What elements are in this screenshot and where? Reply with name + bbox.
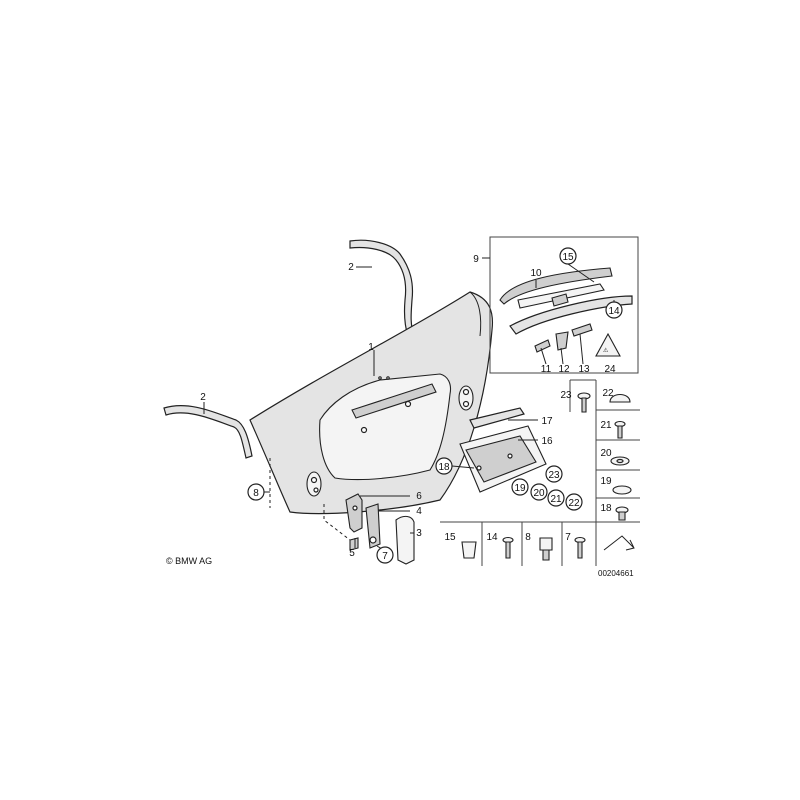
- svg-text:⚠: ⚠: [603, 347, 609, 354]
- trim-strip: ⚠: [499, 267, 633, 357]
- assembly-box: [489, 236, 639, 374]
- grid-label-18: 18: [600, 503, 612, 514]
- diagram-id: 00204661: [598, 569, 634, 578]
- trunk-seal-upper: [349, 239, 415, 337]
- label-part-16: 16: [541, 436, 553, 447]
- grid-label-15: 15: [444, 532, 456, 543]
- label-part-17: 17: [541, 416, 553, 427]
- label-part-6: 6: [416, 491, 422, 502]
- label-part-23: 23: [548, 470, 560, 481]
- label-part-12: 12: [558, 364, 570, 375]
- label-part-5: 5: [349, 548, 355, 559]
- label-part-20: 20: [533, 488, 545, 499]
- label-part-19: 19: [514, 483, 526, 494]
- grid-label-23: 23: [560, 390, 572, 401]
- label-part-7: 7: [382, 551, 388, 562]
- label-part-3: 3: [416, 528, 422, 539]
- grid-label-14: 14: [486, 532, 498, 543]
- label-part-1: 1: [368, 342, 374, 353]
- grid-label-20: 20: [600, 448, 612, 459]
- copyright-text: © BMW AG: [166, 556, 212, 566]
- label-part-8: 8: [253, 488, 259, 499]
- label-part-14: 14: [608, 306, 620, 317]
- label-part-18: 18: [438, 462, 450, 473]
- label-part-24: 24: [604, 364, 616, 375]
- grid-label-19: 19: [600, 476, 612, 487]
- grid-label-22: 22: [602, 388, 614, 399]
- label-part-9: 9: [473, 254, 479, 265]
- trunk-lid: [249, 291, 494, 515]
- label-part-22: 22: [568, 498, 580, 509]
- label-part-13: 13: [578, 364, 590, 375]
- grid-label-7: 7: [565, 532, 571, 543]
- hinge-bracket: [269, 458, 415, 565]
- callout-circles: [247, 247, 623, 564]
- licence-plate-bracket: [459, 407, 547, 493]
- label-part-21: 21: [550, 494, 562, 505]
- label-part-11: 11: [541, 364, 552, 375]
- part-labels: 1 2 2 3 4 5 6 7 8 9 10 11 12 13 14 15 16…: [200, 252, 620, 562]
- grid-label-21: 21: [600, 420, 612, 431]
- trunk-seal-lower: [163, 404, 253, 459]
- label-part-2-upper: 2: [348, 262, 354, 273]
- label-part-15: 15: [562, 252, 574, 263]
- label-part-10: 10: [530, 268, 542, 279]
- label-part-4: 4: [416, 506, 422, 517]
- label-part-2-lower: 2: [200, 392, 206, 403]
- grid-label-8: 8: [525, 532, 531, 543]
- fastener-grid: [440, 379, 640, 566]
